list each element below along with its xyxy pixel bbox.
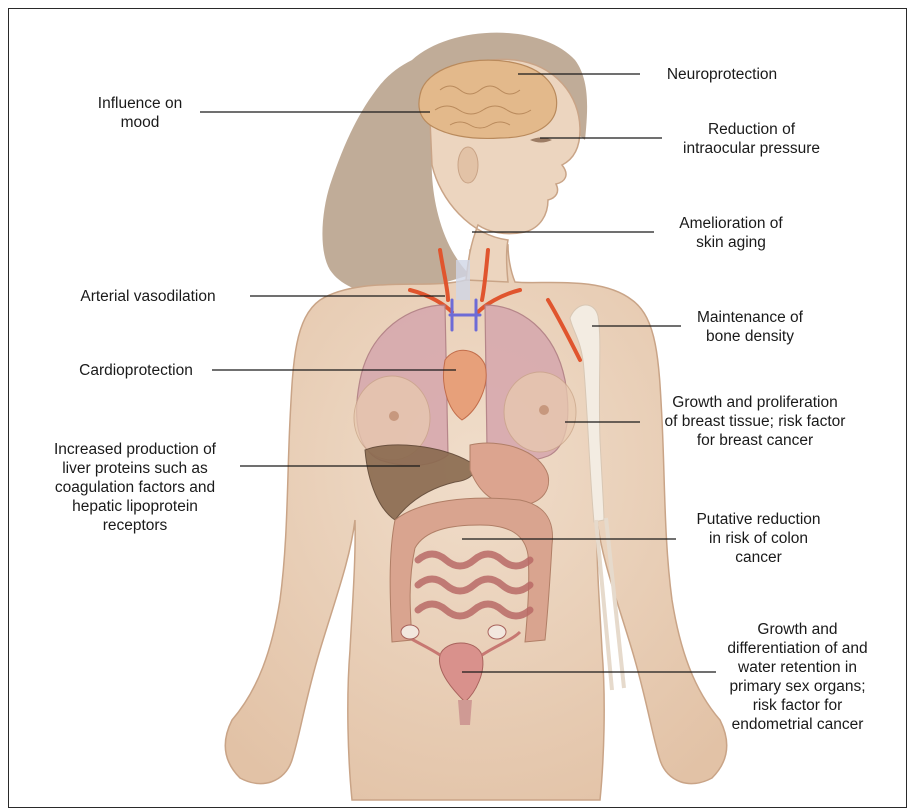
ovary-right [401,625,419,639]
label-breast-tissue: Growth and proliferation of breast tissu… [640,393,870,450]
label-arterial-vasodilation: Arterial vasodilation [48,287,248,306]
cervix [458,700,472,725]
nipple-left [539,405,549,415]
ovary-left [488,625,506,639]
label-sex-organs: Growth and differentiation of and water … [700,620,895,734]
label-liver-proteins: Increased production of liver proteins s… [30,440,240,535]
label-skin-aging: Amelioration of skin aging [656,214,806,252]
trachea [456,260,470,300]
label-cardioprotection: Cardioprotection [60,361,212,380]
nipple-right [389,411,399,421]
ear [458,147,478,183]
label-neuroprotection: Neuroprotection [642,65,802,84]
label-influence-on-mood: Influence on mood [80,94,200,132]
label-colon-cancer: Putative reduction in risk of colon canc… [676,510,841,567]
label-intraocular-pressure: Reduction of intraocular pressure [664,120,839,158]
label-bone-density: Maintenance of bone density [675,308,825,346]
